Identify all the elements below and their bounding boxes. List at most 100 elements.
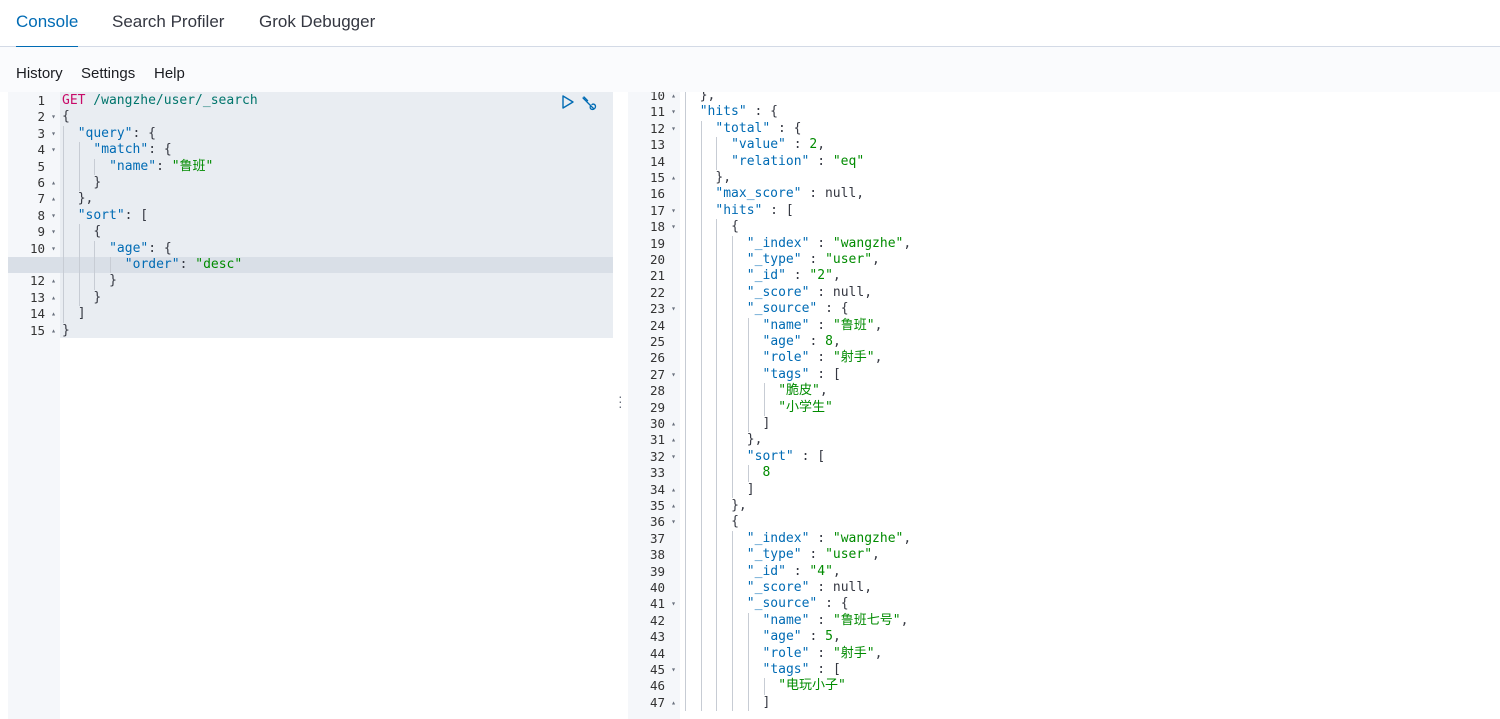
menu-history[interactable]: History <box>16 65 63 82</box>
gutter-line: 7▴ <box>8 191 60 207</box>
fold-open-icon[interactable]: ▾ <box>671 599 676 609</box>
fold-open-icon[interactable]: ▾ <box>671 369 676 379</box>
fold-open-icon[interactable]: ▾ <box>51 112 56 122</box>
fold-close-icon[interactable]: ▴ <box>51 325 56 335</box>
editor-resizer[interactable]: ··· <box>614 92 627 719</box>
code-line: "relation" : "eq" <box>680 154 1500 170</box>
token-key: "tags" <box>762 662 810 677</box>
token-punc: } <box>93 175 102 190</box>
token-num: 8 <box>762 465 771 481</box>
line-number: 33 <box>649 465 665 481</box>
token-punc: , <box>864 284 873 300</box>
gutter-line: 1 <box>8 93 60 109</box>
fold-open-icon[interactable]: ▾ <box>51 243 56 253</box>
tab-grok-debugger[interactable]: Grok Debugger <box>259 12 376 31</box>
fold-close-icon[interactable]: ▴ <box>671 92 676 100</box>
code-line: "_index" : "wangzhe", <box>680 531 1500 547</box>
token-key: "query" <box>77 125 133 141</box>
token-key: "sort" <box>77 207 125 223</box>
fold-close-icon[interactable]: ▴ <box>671 697 676 707</box>
indent-guide <box>63 142 64 159</box>
request-editor[interactable]: 12▾3▾4▾56▴7▴8▾9▾10▾1112▴13▴14▴15▴ GET /w… <box>8 92 613 719</box>
code-line: ] <box>60 306 613 322</box>
indent-guide <box>685 416 686 433</box>
indent-guide <box>700 645 702 662</box>
code-line: "name": "鲁班" <box>60 159 613 175</box>
token-punc: : { <box>817 596 849 612</box>
line-number: 47 <box>649 694 665 710</box>
indent-guide <box>716 399 718 416</box>
tab-search-profiler[interactable]: Search Profiler <box>112 12 225 31</box>
token-punc: : <box>809 284 833 300</box>
gutter-line: 32▾ <box>628 449 680 465</box>
line-number: 12 <box>649 120 665 136</box>
menu-settings[interactable]: Settings <box>81 65 136 82</box>
token-punc: : <box>809 580 833 595</box>
indent-guide <box>78 240 80 257</box>
token-punc: } <box>62 322 70 338</box>
fold-close-icon[interactable]: ▴ <box>671 173 676 182</box>
gutter-line: 2▾ <box>8 109 60 125</box>
fold-open-icon[interactable]: ▾ <box>51 227 56 237</box>
indent-guide <box>685 252 686 269</box>
code-line: ] <box>680 695 1500 711</box>
gutter-line: 42 <box>628 613 680 629</box>
menu-help[interactable]: Help <box>154 65 185 82</box>
indent-guide <box>700 465 702 482</box>
fold-open-icon[interactable]: ▾ <box>671 107 676 117</box>
token-key: "value" <box>731 137 786 153</box>
fold-close-icon[interactable]: ▴ <box>671 484 676 494</box>
fold-open-icon[interactable]: ▾ <box>671 665 676 674</box>
indent-guide <box>685 448 686 466</box>
gutter-line: 15▴ <box>628 170 680 186</box>
tab-console[interactable]: Console <box>16 0 79 48</box>
indent-guide <box>732 481 734 498</box>
fold-open-icon[interactable]: ▾ <box>671 517 676 527</box>
fold-open-icon[interactable]: ▾ <box>51 128 56 138</box>
fold-open-icon[interactable]: ▾ <box>51 210 56 220</box>
fold-open-icon[interactable]: ▾ <box>671 451 676 461</box>
fold-open-icon[interactable]: ▾ <box>671 123 676 133</box>
indent-guide <box>63 240 64 257</box>
indent-guide <box>685 432 686 449</box>
gutter-line: 38 <box>628 547 680 563</box>
gutter-line: 19 <box>628 236 680 252</box>
token-punc: : [ <box>809 366 841 382</box>
token-punc: ] <box>762 416 771 431</box>
indent-guide <box>685 694 686 712</box>
token-punc: , <box>856 186 865 202</box>
gutter-line: 20 <box>628 252 680 268</box>
wrench-icon[interactable] <box>581 95 597 111</box>
indent-guide <box>732 399 734 416</box>
fold-close-icon[interactable]: ▴ <box>51 194 56 204</box>
code-line: "hits" : { <box>680 104 1500 120</box>
fold-close-icon[interactable]: ▴ <box>51 178 56 187</box>
fold-close-icon[interactable]: ▴ <box>51 276 56 286</box>
indent-guide <box>78 175 80 192</box>
token-punc: , <box>832 563 841 579</box>
play-icon[interactable] <box>561 95 577 111</box>
fold-open-icon[interactable]: ▾ <box>671 205 676 215</box>
indent-guide <box>700 186 702 203</box>
fold-close-icon[interactable]: ▴ <box>51 309 56 319</box>
token-punc: : <box>809 612 833 628</box>
fold-close-icon[interactable]: ▴ <box>51 292 56 302</box>
indent-guide <box>732 580 734 597</box>
fold-open-icon[interactable]: ▾ <box>51 145 56 155</box>
fold-close-icon[interactable]: ▴ <box>671 501 676 510</box>
fold-open-icon[interactable]: ▾ <box>671 222 676 232</box>
indent-guide <box>716 416 718 433</box>
code-line: "value" : 2, <box>680 137 1500 153</box>
token-punc: : { <box>148 240 172 256</box>
token-str: "desc" <box>195 257 243 272</box>
fold-close-icon[interactable]: ▴ <box>671 419 676 428</box>
token-str: "2" <box>809 268 833 284</box>
request-code-area[interactable]: GET /wangzhe/user/_search{"query": {"mat… <box>8 92 613 719</box>
token-punc: , <box>817 137 826 153</box>
line-number: 31 <box>649 432 665 448</box>
fold-close-icon[interactable]: ▴ <box>671 435 676 445</box>
indent-guide <box>700 366 702 384</box>
fold-open-icon[interactable]: ▾ <box>671 304 676 314</box>
indent-guide <box>716 383 718 400</box>
